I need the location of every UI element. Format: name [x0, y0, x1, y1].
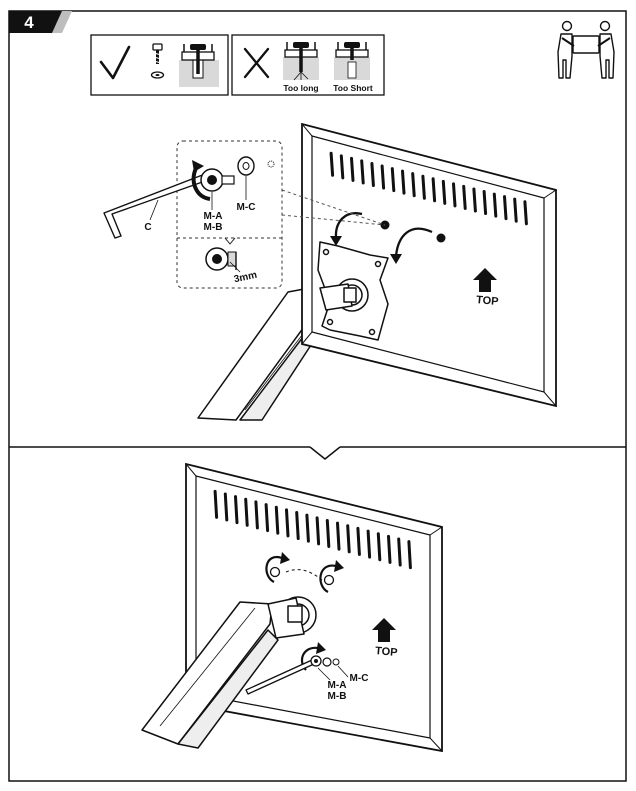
monitor-arm — [141, 601, 279, 749]
vent-slot — [492, 192, 498, 218]
top-assembly-illustration: TOP — [103, 122, 557, 421]
vent-slot — [376, 532, 382, 562]
label-ma: M-A — [328, 680, 347, 691]
panel-divider — [9, 446, 626, 460]
vent-slot — [325, 518, 331, 548]
step-badge: 4 — [9, 11, 72, 33]
vent-slot — [462, 184, 467, 210]
label-mc: M-C — [237, 202, 256, 213]
vent-slot — [380, 164, 386, 190]
gap-detail-icon: 3mm — [205, 247, 258, 286]
cross-icon — [243, 47, 270, 79]
step-number: 4 — [24, 13, 34, 32]
gap-label: 3mm — [233, 270, 258, 286]
vent-slot — [421, 174, 426, 200]
vent-slot — [213, 489, 219, 519]
two-person-lift-icon — [557, 20, 615, 79]
washer-icon — [237, 156, 275, 176]
vent-slot — [397, 537, 402, 567]
vent-slot — [503, 195, 508, 221]
label-mc: M-C — [350, 673, 369, 684]
vent-slot — [482, 190, 488, 216]
vent-slot — [370, 161, 375, 187]
vent-slot — [366, 529, 372, 559]
correct-depth-icon — [179, 44, 219, 87]
vent-slot — [411, 172, 416, 198]
vent-slot — [401, 169, 406, 195]
checkmark-icon — [99, 45, 131, 80]
top-direction-arrow: TOP — [372, 618, 398, 659]
vent-slots — [213, 489, 412, 570]
vent-slot — [346, 524, 351, 554]
label-ma: M-A — [204, 211, 223, 222]
vent-slot — [329, 151, 335, 177]
screw-icon — [310, 655, 340, 667]
incorrect-fit-box: Too long Too Short — [231, 34, 385, 96]
vent-slot — [390, 167, 396, 193]
top-direction-arrow: TOP — [473, 268, 499, 308]
correct-fit-box — [90, 34, 229, 96]
too-short-label: Too Short — [333, 83, 373, 93]
page-frame — [8, 10, 627, 782]
vent-slot — [513, 197, 518, 223]
vent-slot — [387, 534, 392, 564]
vesa-bracket — [317, 241, 389, 341]
top-label: TOP — [375, 645, 398, 659]
rotate-arrow — [330, 212, 433, 264]
vent-slot — [350, 156, 355, 182]
vent-slot — [336, 521, 341, 551]
callout-leader — [281, 189, 386, 226]
vent-slot — [523, 200, 528, 226]
vent-slot — [356, 526, 361, 556]
vent-slots — [329, 151, 528, 226]
bottom-assembly-illustration: TOP — [141, 462, 443, 753]
vent-slot — [264, 503, 270, 533]
vent-slot — [295, 511, 300, 541]
label-mb: M-B — [204, 222, 223, 233]
rotate-arrow — [265, 552, 344, 671]
top-label: TOP — [476, 294, 499, 308]
screw-detail-callout: M-A M-B M-C C 3mm — [103, 140, 283, 289]
label-c: C — [144, 222, 151, 233]
vent-slot — [305, 513, 310, 543]
vent-slot — [254, 500, 259, 530]
vent-slot — [315, 516, 321, 546]
vent-slot — [431, 177, 437, 203]
vent-slot — [441, 179, 447, 205]
vesa-hole — [380, 220, 446, 243]
too-short-screw-icon — [334, 42, 370, 80]
vent-slot — [472, 187, 477, 213]
vent-slot — [223, 492, 229, 522]
too-long-screw-icon — [283, 42, 319, 81]
screw-icon — [191, 160, 235, 201]
vent-slot — [339, 154, 345, 180]
label-mb: M-B — [328, 691, 347, 702]
vesa-bracket — [267, 596, 317, 639]
too-long-label: Too long — [283, 83, 318, 93]
vent-slot — [274, 505, 280, 535]
vent-slot — [452, 182, 457, 208]
vent-slot — [285, 508, 290, 538]
vent-slot — [360, 159, 365, 185]
vent-slot — [407, 540, 412, 570]
vent-slot — [234, 495, 239, 525]
screw-washer-icon — [150, 43, 165, 79]
vent-slot — [244, 497, 249, 527]
